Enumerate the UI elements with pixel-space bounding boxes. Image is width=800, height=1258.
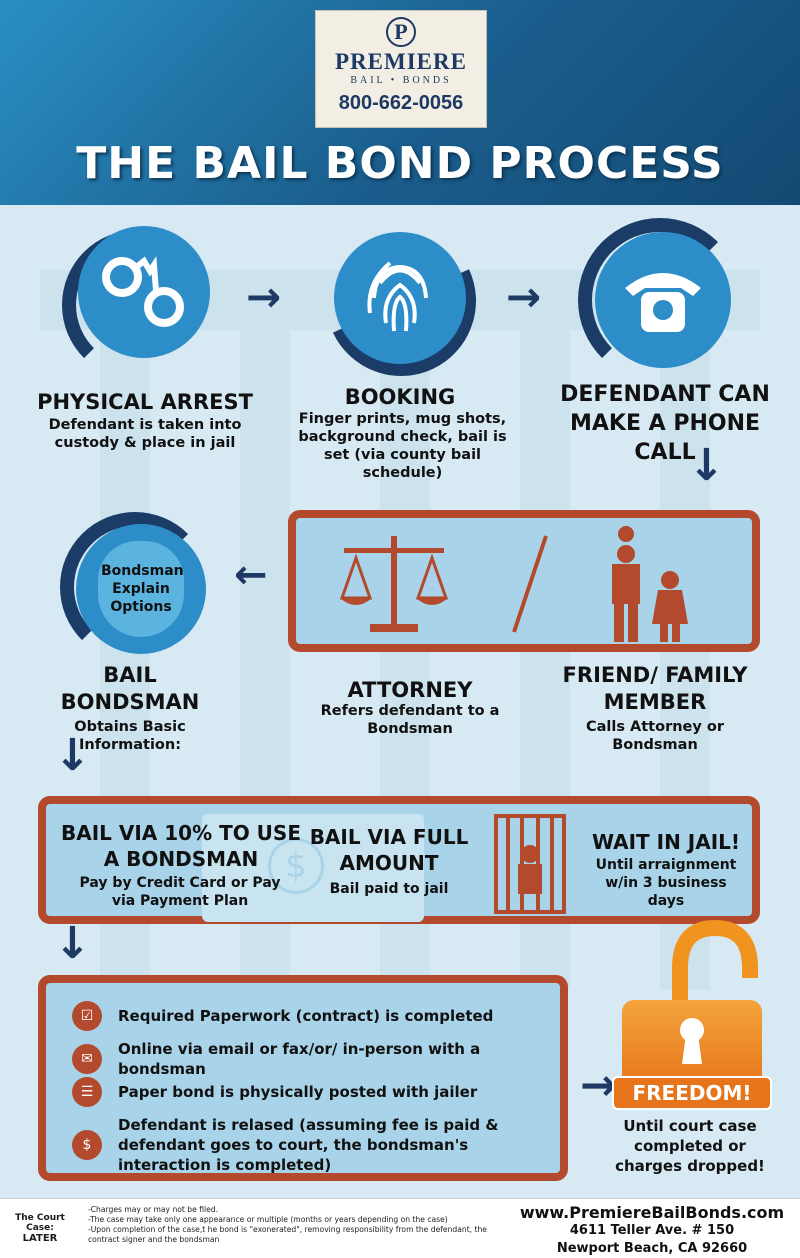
open-shackle-icon xyxy=(672,919,758,1014)
page-title: THE BAIL BOND PROCESS xyxy=(76,138,724,189)
phone-call-heading: DEFENDANT CAN MAKE A PHONE CALL xyxy=(560,382,770,465)
phone-number[interactable]: 800-662-0056 xyxy=(338,92,464,114)
ten-percent-text: Pay by Credit Card or Pay via Payment Pl… xyxy=(79,875,281,909)
bondsman-heading: BAIL BONDSMAN xyxy=(60,663,200,714)
court-case-label: The Court Case: LATER xyxy=(8,1213,72,1244)
envelope-icon: ✉ xyxy=(72,1044,102,1074)
keyhole-icon xyxy=(680,1018,704,1064)
bondsman-text: Obtains Basic Information: xyxy=(74,719,186,753)
scales-of-justice-icon xyxy=(339,536,449,632)
logo-monogram: P xyxy=(386,17,416,47)
document-icon: ☰ xyxy=(72,1077,102,1107)
arrest-text: Defendant is taken into custody & place … xyxy=(48,417,242,451)
court-case-notes: -Charges may or may not be filed. -The c… xyxy=(88,1205,487,1244)
logo-subtitle: BAIL • BONDS xyxy=(350,75,452,86)
friend-heading: FRIEND/ FAMILY MEMBER xyxy=(562,663,748,714)
divider-slash xyxy=(512,535,548,633)
arrow-down-icon: ↓ xyxy=(688,440,725,491)
cash-bill-icon: $ xyxy=(202,814,424,922)
footer: The Court Case: LATER -Charges may or ma… xyxy=(0,1198,800,1258)
attorney-heading: ATTORNEY xyxy=(347,678,473,702)
full-amount-heading: BAIL VIA FULL AMOUNT xyxy=(309,825,469,875)
telephone-icon xyxy=(595,232,731,368)
address-line-2: Newport Beach, CA 92660 xyxy=(556,1241,748,1256)
jail-cell-icon xyxy=(494,814,566,914)
list-item: ☑ Required Paperwork (contract) is compl… xyxy=(72,1001,493,1031)
friend-text: Calls Attorney or Bondsman xyxy=(585,719,724,753)
bondsman-bag-text: Bondsman Explain Options xyxy=(101,563,184,615)
list-item: ✉ Online via email or fax/or/ in-person … xyxy=(72,1039,560,1079)
padlock-icon xyxy=(622,1000,762,1090)
contact-info: www.PremiereBailBonds.com 4611 Teller Av… xyxy=(510,1203,794,1258)
checklist-box: ☑ Required Paperwork (contract) is compl… xyxy=(38,975,568,1181)
list-item: $ Defendant is relased (assuming fee is … xyxy=(72,1115,552,1175)
arrow-right-icon: → xyxy=(580,1060,617,1111)
booking-heading: BOOKING xyxy=(344,385,456,409)
arrow-down-icon: ↓ xyxy=(54,918,91,969)
freedom-text: Until court case completed or charges dr… xyxy=(615,1117,765,1175)
family-icon xyxy=(612,526,688,642)
options-box: $ BAIL VIA 10% TO USE A BONDSMAN Pay by … xyxy=(38,796,760,924)
wait-in-jail-heading: WAIT IN JAIL! xyxy=(591,830,741,854)
handcuffs-icon xyxy=(78,226,210,358)
company-logo: P PREMIERE BAIL • BONDS 800-662-0056 xyxy=(315,10,487,128)
website-link[interactable]: www.PremiereBailBonds.com xyxy=(519,1203,785,1222)
clipboard-icon: ☑ xyxy=(72,1001,102,1031)
full-amount-text: Bail paid to jail xyxy=(329,881,449,897)
booking-text: Finger prints, mug shots, background che… xyxy=(298,411,507,481)
arrest-heading: PHYSICAL ARREST xyxy=(37,390,253,414)
freedom-label: FREEDOM! xyxy=(612,1076,772,1110)
ten-percent-heading: BAIL VIA 10% TO USE A BONDSMAN xyxy=(61,821,301,871)
logo-brand: PREMIERE xyxy=(335,49,467,74)
money-bag-icon: $ xyxy=(72,1130,102,1160)
court-case-value: LATER xyxy=(22,1233,58,1244)
wait-in-jail-text: Until arraignment w/in 3 business days xyxy=(595,857,737,909)
dollar-icon: $ xyxy=(268,838,324,894)
arrow-left-icon: ← xyxy=(234,552,268,598)
contact-box xyxy=(288,510,760,652)
attorney-text: Refers defendant to a Bondsman xyxy=(320,703,500,737)
fingerprint-icon xyxy=(334,232,466,364)
list-item: ☰ Paper bond is physically posted with j… xyxy=(72,1077,477,1107)
money-bag-icon: Bondsman Explain Options xyxy=(76,524,206,654)
address-line-1: 4611 Teller Ave. # 150 xyxy=(569,1223,735,1238)
arrow-right-icon: → xyxy=(246,272,282,321)
arrow-right-icon: → xyxy=(506,272,542,321)
arrow-down-icon: ↓ xyxy=(54,730,91,781)
